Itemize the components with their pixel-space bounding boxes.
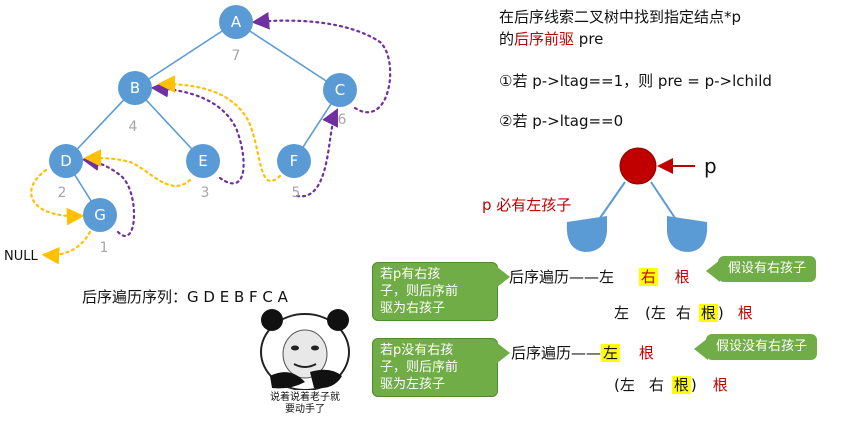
- rule-2: ②若 p->ltag==0: [499, 112, 624, 130]
- node-c-order: 6: [338, 112, 347, 128]
- node-a: A 7: [219, 5, 253, 64]
- node-b-order: 4: [129, 119, 138, 135]
- meme-caption: 说着说着老子就 要动手了: [270, 392, 340, 415]
- node-g: G 1: [83, 198, 117, 256]
- node-f: F 5: [277, 144, 311, 201]
- node-e-label: E: [198, 152, 207, 170]
- callout-pointer: [496, 266, 510, 288]
- edge-a-b: [134, 21, 237, 89]
- node-b: B 4: [118, 71, 152, 135]
- hint-pointer: [706, 260, 720, 282]
- heading-line1: 在后序线索二叉树中找到指定结点*p: [499, 8, 742, 26]
- node-a-label: A: [231, 13, 242, 31]
- thread-e-to-d: [83, 149, 192, 187]
- thread-f-to-b: [157, 75, 282, 182]
- left-child-label: p 必有左孩子: [482, 196, 572, 214]
- node-f-order: 5: [292, 185, 301, 201]
- case1-line1: 后序遍历——左 右 根: [509, 268, 690, 286]
- sequence-label: 后序遍历序列：: [82, 288, 188, 306]
- node-c: C 6: [323, 73, 357, 128]
- threaded-binary-tree: A 7 B 4 C 6 D 2 E 3 F 5 G 1 NULL: [4, 5, 392, 265]
- node-g-label: G: [94, 206, 106, 224]
- rule-1: ①若 p->ltag==1，则 pre = p->lchild: [499, 72, 772, 90]
- case2-line1: 后序遍历——左 根: [511, 344, 654, 362]
- callout-no-right-child: 若p没有右孩 子，则后序前 驱为左孩子: [372, 338, 498, 397]
- hint-pointer: [694, 338, 708, 360]
- hint-has-right-child: 假设有右孩子: [718, 256, 817, 282]
- edge-a-c: [235, 21, 341, 91]
- node-d-order: 2: [58, 185, 67, 201]
- mini-root-node: [619, 147, 657, 185]
- callout-pointer: [496, 342, 510, 364]
- sequence-value: G D E B F C A: [187, 288, 288, 306]
- p-label: p: [704, 154, 717, 178]
- node-e: E 3: [186, 144, 220, 201]
- heading: 在后序线索二叉树中找到指定结点*p 的后序前驱 pre: [499, 6, 741, 50]
- thread-c-to-a: [251, 12, 392, 114]
- postorder-sequence: 后序遍历序列：G D E B F C A: [82, 286, 288, 307]
- highlight-left: 左: [601, 344, 621, 362]
- mini-tree: [566, 147, 708, 252]
- case2-line2: (左右根)根: [614, 376, 728, 394]
- thread-f-to-c: [295, 108, 338, 198]
- thread-d-to-g: [30, 168, 85, 226]
- node-f-label: F: [290, 152, 299, 170]
- node-d: D 2: [49, 144, 83, 201]
- hint-no-right-child: 假设没有右孩子: [706, 334, 818, 360]
- thread-g-to-null: [41, 230, 92, 265]
- panda-face-icon: [260, 309, 350, 391]
- node-g-order: 1: [100, 240, 109, 256]
- node-a-order: 7: [232, 48, 241, 64]
- heading-highlight: 后序前驱: [514, 30, 575, 48]
- mini-right-child: [667, 216, 708, 252]
- heading-line2: 的后序前驱 pre: [499, 30, 604, 48]
- node-b-label: B: [130, 79, 140, 97]
- thread-e-to-b: [150, 79, 245, 185]
- node-d-label: D: [60, 152, 72, 170]
- node-e-order: 3: [201, 185, 210, 201]
- highlight-right: 右: [638, 268, 658, 286]
- mini-left-child: [566, 216, 607, 252]
- meme-image: 说着说着老子就 要动手了: [250, 306, 360, 418]
- case1-line2: 左(左右根)根: [614, 304, 753, 322]
- node-c-label: C: [335, 81, 345, 99]
- null-label: NULL: [4, 249, 38, 264]
- callout-has-right-child: 若p有右孩 子，则后序前 驱为右孩子: [372, 262, 498, 321]
